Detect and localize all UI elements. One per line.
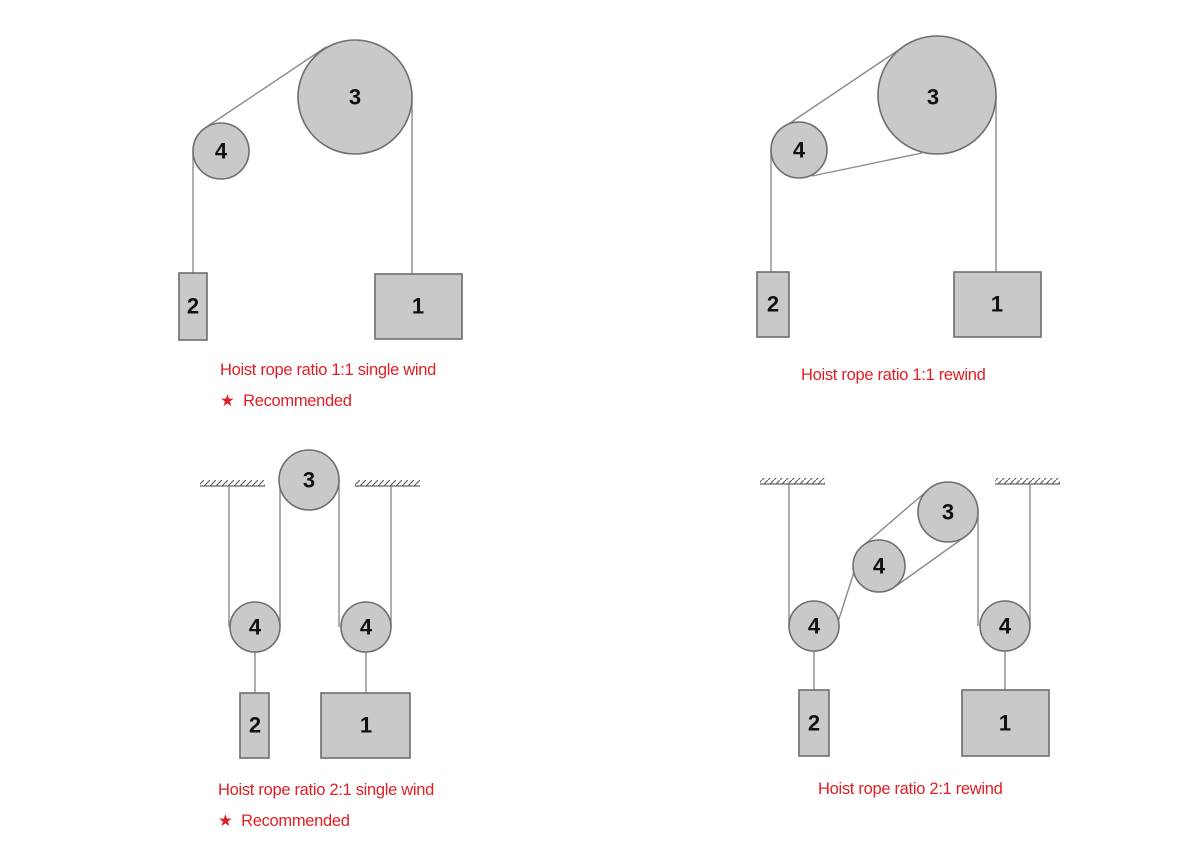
car-label: 1: [360, 713, 372, 738]
diagram-1-1-single-wind: 3 4 2 1: [178, 39, 463, 341]
sheave-label: 3: [303, 468, 315, 493]
deflector-sheave: [192, 122, 250, 180]
counterweight-label: 2: [808, 711, 820, 736]
recommended-note: ★ Recommended: [218, 811, 350, 831]
diverter-label: 4: [808, 614, 821, 639]
diverter-sheave: [979, 600, 1031, 652]
deflector-label: 4: [793, 138, 806, 163]
ceiling-anchor: [355, 480, 420, 486]
deflector-label: 4: [873, 554, 886, 579]
sheave-label: 3: [349, 85, 361, 110]
counterweight-label: 2: [767, 292, 779, 317]
counterweight: [239, 692, 270, 759]
counterweight-label: 2: [249, 713, 261, 738]
caption-2-1-single-wind: Hoist rope ratio 2:1 single wind: [218, 781, 435, 799]
traction-sheave: [877, 35, 997, 155]
diverter-sheave: [229, 601, 281, 653]
traction-sheave: [917, 481, 979, 543]
ceiling-anchor: [995, 478, 1060, 484]
counterweight: [798, 689, 830, 757]
sheave-label: 3: [942, 500, 954, 525]
ceiling-anchor: [760, 478, 825, 484]
car: [961, 689, 1050, 757]
star-icon: ★: [220, 392, 235, 410]
diverter-sheave: [340, 601, 392, 653]
car-label: 1: [999, 711, 1011, 736]
car: [320, 692, 411, 759]
caption-1-1-single-wind: Hoist rope ratio 1:1 single wind: [220, 361, 437, 379]
deflector-sheave: [770, 121, 828, 179]
caption-1-1-rewind: Hoist rope ratio 1:1 rewind: [801, 366, 986, 384]
car-label: 1: [991, 292, 1003, 317]
diagram-2-1-rewind: 3 4 4 4 2 1: [760, 478, 1060, 757]
diverter-label: 4: [249, 615, 262, 640]
caption-2-1-rewind: Hoist rope ratio 2:1 rewind: [818, 780, 1003, 798]
diverter-sheave: [788, 600, 840, 652]
diverter-label: 4: [999, 614, 1012, 639]
diagram-1-1-rewind: 3 4 2 1: [756, 35, 1042, 338]
deflector-sheave: [852, 539, 906, 593]
traction-sheave: [297, 39, 413, 155]
car-label: 1: [412, 294, 424, 319]
car: [374, 273, 463, 340]
sheave-label: 3: [927, 85, 939, 110]
counterweight: [756, 271, 790, 338]
recommended-note: ★ Recommended: [220, 391, 352, 411]
recommended-label: Recommended: [243, 392, 352, 410]
counterweight: [178, 272, 208, 341]
recommended-label: Recommended: [241, 812, 350, 830]
ceiling-anchor: [200, 480, 265, 486]
counterweight-label: 2: [187, 294, 199, 319]
traction-sheave: [278, 449, 340, 511]
diagram-2-1-single-wind: 3 4 4 2 1: [200, 449, 420, 759]
car: [953, 271, 1042, 338]
deflector-label: 4: [215, 139, 228, 164]
star-icon: ★: [218, 812, 233, 830]
diverter-label: 4: [360, 615, 373, 640]
